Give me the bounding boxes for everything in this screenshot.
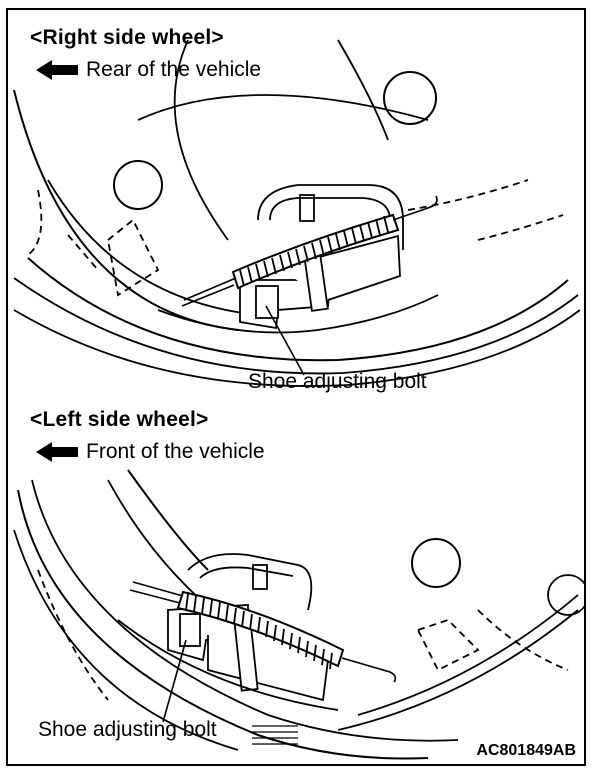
callout-shoe-adjusting-bolt-bottom: Shoe adjusting bolt	[38, 718, 217, 741]
direction-label-top: Rear of the vehicle	[86, 58, 262, 81]
left-arrow-icon	[36, 442, 78, 462]
direction-label-bottom: Front of the vehicle	[86, 440, 265, 463]
figure-code: AC801849AB	[476, 742, 576, 759]
direction-row-bottom: Front of the vehicle	[36, 440, 265, 464]
right-wheel-drawing	[13, 39, 581, 387]
figure-frame: <Right side wheel> Rear of the vehicle S…	[6, 8, 586, 766]
callout-shoe-adjusting-bolt-top: Shoe adjusting bolt	[248, 370, 427, 393]
left-arrow-icon	[36, 60, 78, 80]
panel-title-right-wheel: <Right side wheel>	[30, 26, 224, 49]
panel-title-left-wheel: <Left side wheel>	[30, 408, 209, 431]
brake-assembly-drawings	[13, 39, 584, 760]
left-wheel-drawing	[13, 469, 584, 760]
direction-row-top: Rear of the vehicle	[36, 58, 261, 82]
